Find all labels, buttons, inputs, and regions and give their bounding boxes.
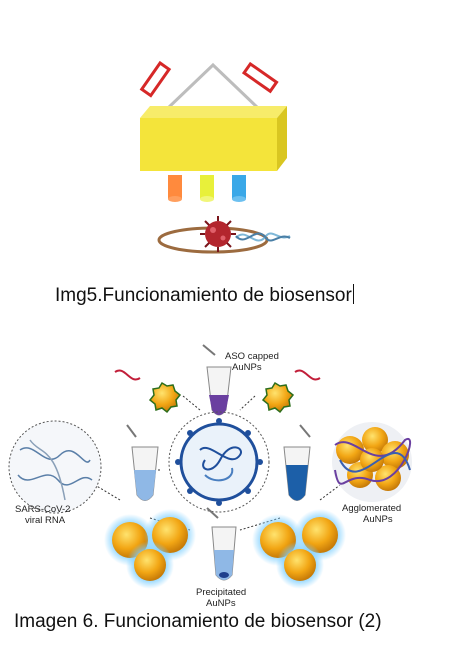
tube-top	[202, 344, 232, 416]
precipitated-left	[104, 509, 196, 589]
filter-left	[139, 60, 172, 98]
dna-icon	[235, 232, 291, 242]
figure1-caption: Img5.Funcionamiento de biosensor	[55, 284, 354, 306]
biosensor-diagram-1	[139, 60, 291, 254]
sensor-body-top	[140, 106, 287, 118]
text-cursor	[352, 284, 354, 304]
agglomerated-aunps	[332, 422, 412, 502]
label-right-1: Agglomerated	[342, 503, 401, 514]
tube-orange	[168, 175, 182, 202]
virus-icon	[200, 216, 236, 252]
figure2-caption: Imagen 6. Funcionamiento de biosensor (2…	[14, 611, 382, 632]
tube-right	[283, 424, 311, 501]
sensor-body	[140, 118, 277, 171]
precipitated-right	[252, 509, 346, 589]
label-top-2: AuNPs	[232, 362, 262, 373]
tube-yellow	[200, 175, 214, 202]
wire-left	[166, 62, 260, 110]
tube-left	[126, 424, 159, 501]
label-bottom-1: Precipitated	[196, 587, 246, 598]
label-left-2: viral RNA	[25, 515, 66, 526]
viral-rna	[8, 420, 102, 514]
tube-blue	[232, 175, 246, 202]
filter-right	[241, 61, 279, 94]
label-left-1: SARS-CoV-2	[15, 504, 70, 515]
sensor-body-side	[277, 106, 287, 171]
aso-particle-right	[261, 369, 321, 414]
tube-bottom	[206, 507, 237, 581]
label-bottom-2: AuNPs	[206, 598, 236, 609]
label-right-2: AuNPs	[363, 514, 393, 525]
virus-center	[168, 411, 270, 513]
aso-particle-left	[114, 369, 182, 414]
label-top-1: ASO capped	[225, 351, 279, 362]
